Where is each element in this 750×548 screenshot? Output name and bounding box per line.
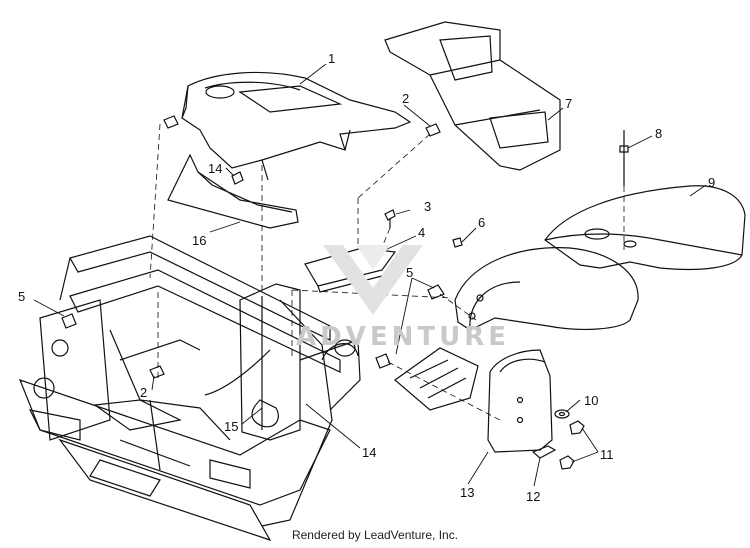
callout-7: 7: [565, 96, 573, 111]
part-7-headlight-pod: [384, 21, 561, 171]
part-13-mud-flap: [487, 349, 553, 453]
callout-9: 9: [708, 175, 716, 190]
part-8-stud: [619, 130, 629, 186]
part-12-clip: [531, 445, 557, 459]
part-10-washer: [554, 409, 570, 419]
part-16-deflector-panel: [167, 153, 299, 229]
render-credit: Rendered by LeadVenture, Inc.: [291, 528, 459, 542]
callout-16: 16: [192, 233, 207, 248]
part-9-rear-fender: [544, 185, 746, 271]
callout-14-top: 14: [208, 161, 223, 176]
callout-11: 11: [600, 447, 614, 462]
watermark-text: ADVENTURE: [296, 322, 510, 352]
callout-15: 15: [224, 419, 239, 434]
callout-1: 1: [328, 51, 336, 66]
callout-14-bottom: 14: [362, 445, 377, 460]
leader-lines: [33, 63, 707, 487]
callout-3: 3: [424, 199, 432, 214]
callout-10: 10: [584, 393, 599, 408]
callout-13: 13: [460, 485, 475, 500]
watermark-logo: [323, 245, 423, 315]
callout-4: 4: [418, 225, 426, 240]
part-2-clips: [149, 115, 441, 379]
callout-6: 6: [478, 215, 486, 230]
part-1-front-cab: [181, 71, 412, 181]
callout-2-top: 2: [402, 91, 410, 106]
footrest-plate: [394, 347, 479, 411]
callout-2-bottom: 2: [140, 385, 148, 400]
part-11-nut: [559, 420, 585, 470]
callout-12: 12: [526, 489, 541, 504]
callout-8: 8: [655, 126, 663, 141]
part-3-bolt: [384, 209, 396, 228]
part-5-bolts: [61, 284, 445, 369]
callout-5-left: 5: [18, 289, 26, 304]
callout-5-right: 5: [406, 265, 414, 280]
part-14-screw: [231, 171, 244, 185]
frame-assembly: [18, 235, 361, 542]
front-fender: [454, 247, 639, 331]
part-6-screw: [452, 237, 463, 248]
